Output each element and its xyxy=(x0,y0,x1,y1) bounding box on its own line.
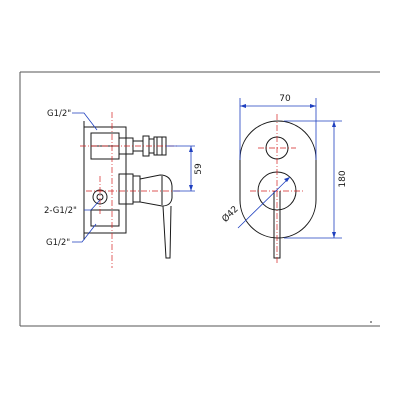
dimension-180 xyxy=(284,120,342,239)
dimension-59-label: 59 xyxy=(194,163,204,175)
frame-corner-mark xyxy=(370,321,372,323)
handle-hub xyxy=(139,174,173,207)
cover-plate xyxy=(239,120,317,239)
outlet-leader xyxy=(84,199,101,211)
dimension-59 xyxy=(166,145,195,192)
inlet-top-label: G1/2" xyxy=(47,109,71,119)
side-view-centerlines xyxy=(80,112,182,268)
diameter-arrow xyxy=(284,177,290,182)
side-view-leaders xyxy=(72,112,101,243)
side-view xyxy=(83,121,173,259)
front-view-centerlines xyxy=(250,114,304,264)
front-view xyxy=(239,120,317,259)
dimension-70 xyxy=(239,98,317,160)
inlet-bottom-leader xyxy=(72,223,97,243)
inlet-top-leader xyxy=(72,112,98,131)
dimension-diameter xyxy=(237,176,291,229)
dimension-70-label: 70 xyxy=(279,94,291,104)
valve-bonnet-step xyxy=(132,175,141,203)
inlet-bottom-label: G1/2" xyxy=(46,238,70,248)
valve-body xyxy=(83,126,127,234)
diameter-leader xyxy=(237,176,291,229)
handle-lever xyxy=(162,205,172,259)
dimension-diameter-label: Ø42 xyxy=(220,204,241,225)
dimension-180-label: 180 xyxy=(338,170,348,187)
lower-housing xyxy=(90,209,120,227)
outlet-label: 2-G1/2" xyxy=(44,206,77,216)
